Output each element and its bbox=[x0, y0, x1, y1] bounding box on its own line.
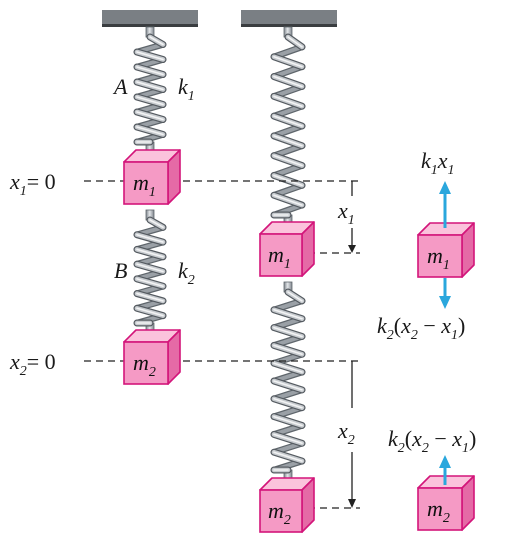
x2-equilibrium-label: x2= 0 bbox=[9, 349, 56, 379]
mass-m2-equilibrium: m2 bbox=[123, 329, 181, 385]
mass-m1-free-body: m1 bbox=[417, 222, 475, 278]
arrow-down-m1 bbox=[439, 278, 451, 309]
force-up-m2-label: k2(x2 − x1) bbox=[388, 426, 476, 456]
mass-m2-displaced-label: m2 bbox=[268, 498, 291, 528]
arrow-up-m2 bbox=[439, 455, 451, 485]
spring-b-label: B bbox=[114, 258, 127, 283]
spring-b bbox=[133, 209, 167, 334]
mass-m1-displaced-label: m1 bbox=[268, 242, 291, 272]
spring-a-stretched bbox=[270, 26, 306, 226]
mass-m2-displaced: m2 bbox=[259, 477, 315, 533]
springs-layer bbox=[133, 26, 306, 481]
x2-dimension bbox=[348, 361, 356, 508]
mass-layer: m1 m2 m1 m2 m1 m2 bbox=[123, 149, 475, 533]
spring-a-label: A bbox=[112, 74, 128, 99]
spring-b-constant: k2 bbox=[178, 258, 195, 288]
labels: A k1 B k2 x1= 0 x2= 0 x1 x2 k1x1 k2(x2 −… bbox=[9, 74, 476, 456]
spring-a bbox=[133, 26, 167, 153]
mass-m2-free-body: m2 bbox=[417, 475, 475, 531]
x1-displacement-label: x1 bbox=[337, 198, 355, 228]
spring-b-stretched bbox=[270, 281, 306, 481]
arrow-up-m1 bbox=[439, 181, 451, 228]
force-arrows bbox=[439, 181, 451, 485]
mass-m1-equilibrium: m1 bbox=[123, 149, 181, 205]
x1-dimension bbox=[348, 181, 356, 253]
mass-m2-free-body-label: m2 bbox=[427, 496, 450, 526]
dashed-lines bbox=[84, 180, 360, 509]
left-ceiling bbox=[102, 10, 198, 27]
force-down-m1-label: k2(x2 − x1) bbox=[377, 313, 465, 343]
mass-m1-free-body-label: m1 bbox=[427, 243, 450, 273]
right-ceiling bbox=[241, 10, 337, 27]
x2-displacement-label: x2 bbox=[337, 418, 355, 448]
x1-equilibrium-label: x1= 0 bbox=[9, 169, 56, 199]
mass-m1-equilibrium-label: m1 bbox=[133, 170, 156, 200]
force-up-m1-label: k1x1 bbox=[421, 148, 455, 178]
mass-m2-equilibrium-label: m2 bbox=[133, 350, 156, 380]
spring-a-constant: k1 bbox=[178, 74, 195, 104]
mass-m1-displaced: m1 bbox=[259, 221, 315, 277]
